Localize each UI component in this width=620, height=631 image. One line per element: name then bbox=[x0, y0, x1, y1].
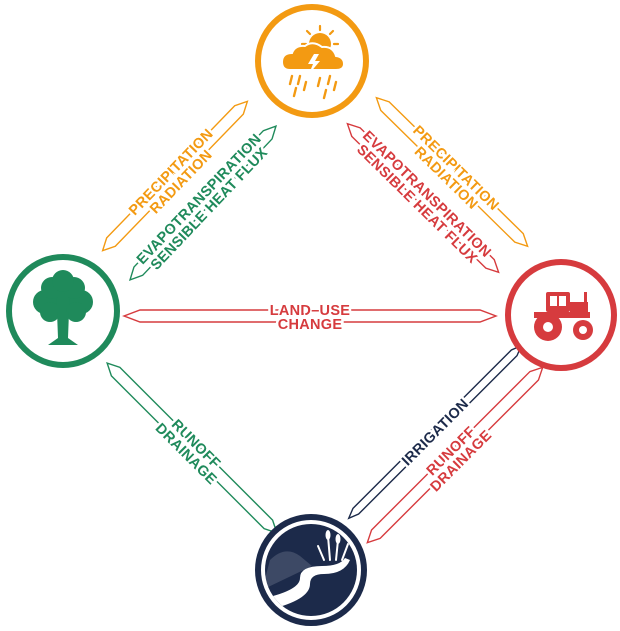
arrow-irrigation: IRRIGATION bbox=[347, 344, 523, 520]
arrow-label-change: CHANGE bbox=[278, 317, 343, 333]
weather-cloud-sun-rain-icon bbox=[280, 24, 346, 100]
arrow-label-land-use: LAND–USE bbox=[270, 303, 351, 319]
river-landscape-icon bbox=[265, 524, 357, 616]
tree-icon bbox=[33, 270, 93, 345]
arrow-runoff-drainage-left: RUNOFF DRAINAGE bbox=[106, 362, 278, 534]
land-node bbox=[6, 254, 120, 368]
tractor-icon bbox=[534, 292, 593, 341]
water-node bbox=[255, 514, 367, 626]
farming-node bbox=[505, 259, 617, 371]
arrow-land-use-change: LAND–USE CHANGE bbox=[122, 301, 498, 336]
arrow-runoff-drainage-right: RUNOFF DRAINAGE bbox=[366, 366, 544, 544]
climate-node bbox=[255, 4, 369, 118]
